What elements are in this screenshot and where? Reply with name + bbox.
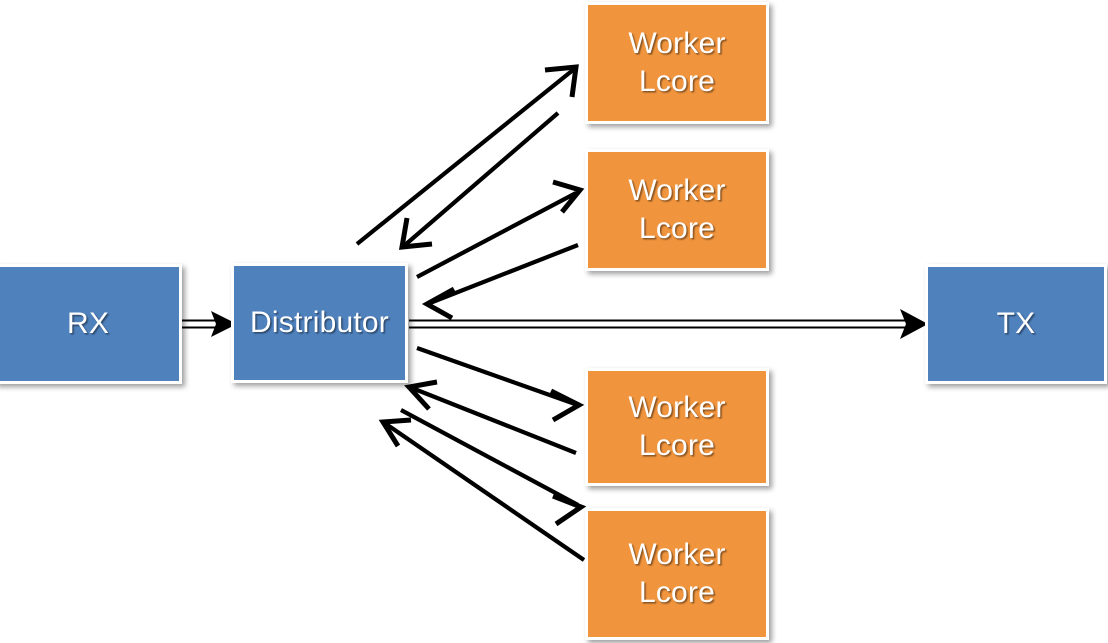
edge-distributor-to-worker1 [355,64,579,246]
edge-worker3-to-distributor [404,379,577,455]
edge-distributor-to-worker2 [416,179,585,279]
node-worker-lcore-2-label: Worker Lcore [628,173,726,245]
edge-distributor-to-tx [409,309,928,339]
node-worker-lcore-4-label: Worker Lcore [628,537,726,609]
node-tx[interactable]: TX [925,264,1107,384]
node-tx-label: TX [996,306,1036,340]
node-worker-lcore-2[interactable]: Worker Lcore [585,149,769,271]
node-rx-label: RX [66,306,110,340]
node-distributor[interactable]: Distributor [231,263,408,383]
node-worker-lcore-3-label: Worker Lcore [628,390,726,462]
edge-distributor-to-worker4 [400,408,587,527]
edge-rx-to-distributor [182,311,237,337]
edge-distributor-to-worker3 [416,346,585,423]
edge-worker4-to-distributor [378,417,586,562]
node-distributor-label: Distributor [250,305,389,339]
node-worker-lcore-1[interactable]: Worker Lcore [585,2,769,124]
edge-worker2-to-distributor [421,243,579,321]
node-rx[interactable]: RX [0,264,182,384]
node-worker-lcore-3[interactable]: Worker Lcore [585,368,769,486]
node-worker-lcore-4[interactable]: Worker Lcore [585,508,769,640]
node-worker-lcore-1-label: Worker Lcore [628,26,726,98]
edge-worker1-to-distributor [398,111,560,250]
